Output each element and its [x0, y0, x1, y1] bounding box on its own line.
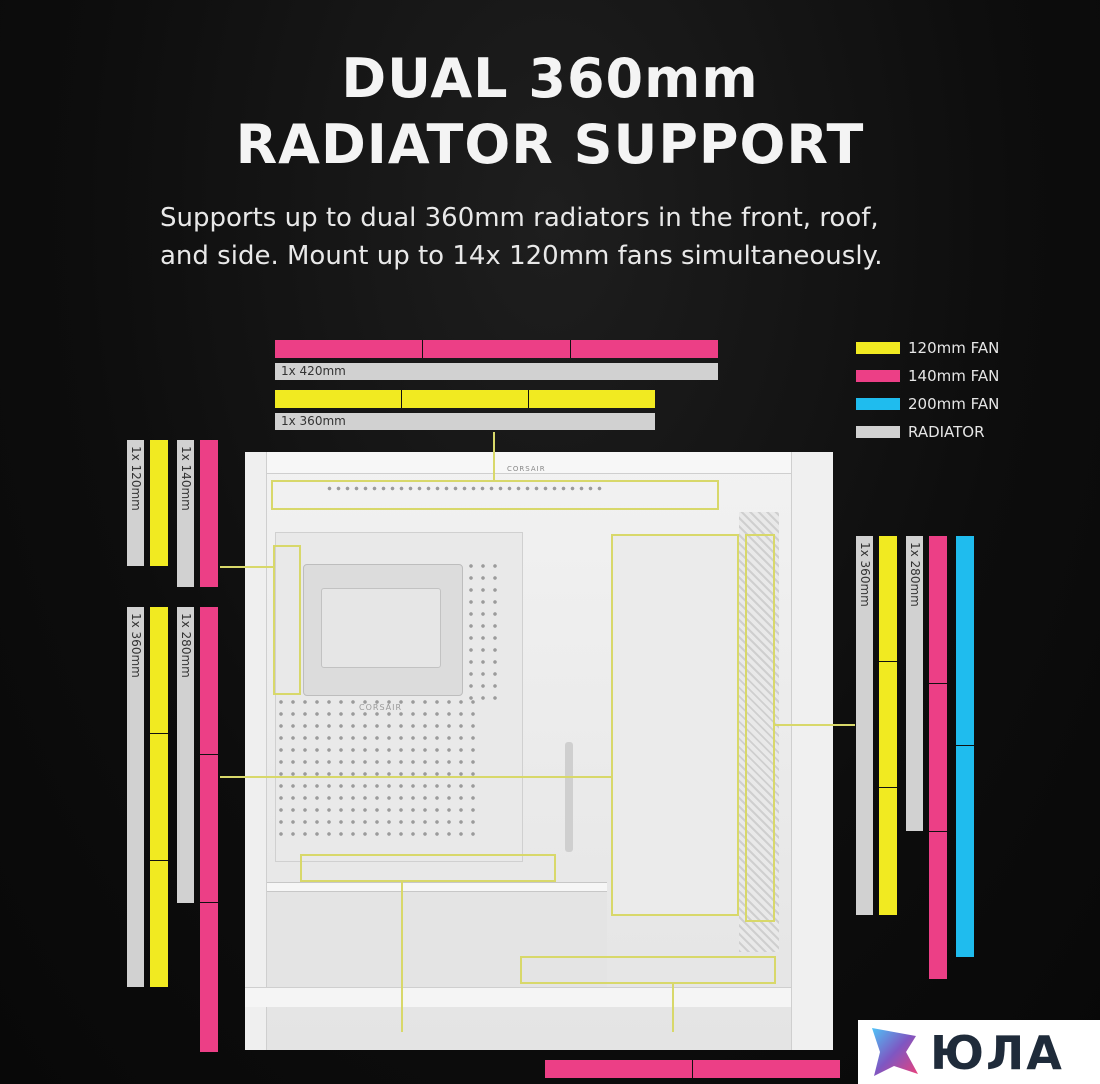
subtitle-line-2: and side. Mount up to 14x 120mm fans sim… — [160, 241, 883, 271]
side-120mm-fan — [150, 440, 168, 566]
subtitle-line-1: Supports up to dual 360mm radiators in t… — [160, 203, 879, 233]
bottom-radiator-280: 1x 280mm — [177, 607, 194, 903]
top-radiator-360: 1x 360mm — [275, 413, 655, 430]
bottom-140mm-fans — [200, 607, 218, 1052]
bottom-right-140mm-fans — [545, 1060, 840, 1078]
connector-line-top — [493, 432, 495, 482]
legend-label: 120mm FAN — [908, 339, 1000, 357]
bottom-fan-outline — [520, 956, 776, 984]
legend-label: RADIATOR — [908, 423, 985, 441]
legend-swatch-blue — [856, 398, 900, 410]
front-radiator-280: 1x 280mm — [906, 536, 923, 831]
connector-line-bottom-1 — [401, 882, 403, 1032]
bottom-radiator-360: 1x 360mm — [127, 607, 144, 987]
legend-swatch-pink — [856, 370, 900, 382]
pc-case-illustration: CORSAIR CORSAIR — [220, 432, 855, 1050]
cable-cutout — [565, 742, 573, 852]
legend-swatch-gray — [856, 426, 900, 438]
psu-shroud-top — [267, 882, 607, 892]
tray-side-holes — [465, 560, 499, 700]
top-vent — [325, 484, 605, 494]
side-140mm-fan — [200, 440, 218, 587]
top-120mm-fans — [275, 390, 655, 408]
heading-line-1: DUAL 360mm — [341, 47, 759, 110]
front-120mm-fans — [879, 536, 897, 915]
bottom-120mm-fans — [150, 607, 168, 987]
legend-swatch-yellow — [856, 342, 900, 354]
legend-label: 200mm FAN — [908, 395, 1000, 413]
side-radiator-140: 1x 140mm — [177, 440, 194, 587]
yula-star-icon — [872, 1028, 918, 1076]
front-radiator-360: 1x 360mm — [856, 536, 873, 915]
connector-line-bottom-2 — [672, 984, 674, 1032]
connector-line-left-1 — [220, 566, 273, 568]
front-fan-outline — [745, 534, 775, 922]
case-front-panel — [791, 452, 833, 1050]
tray-brand: CORSAIR — [359, 703, 403, 712]
connector-line-left-2 — [220, 776, 612, 778]
top-radiator-420: 1x 420mm — [275, 363, 718, 380]
watermark-logo: ЮЛА — [858, 1020, 1100, 1084]
shroud-fan-outline — [300, 854, 556, 882]
cpu-backplate-area — [321, 588, 441, 668]
legend-label: 140mm FAN — [908, 367, 1000, 385]
front-140mm-fans — [929, 536, 947, 979]
case-rear-panel — [245, 452, 267, 1050]
connector-line-right — [775, 724, 855, 726]
case-top-brand: CORSAIR — [507, 465, 546, 473]
case-bottom-rail — [245, 987, 833, 1007]
heading-line-2: RADIATOR SUPPORT — [235, 113, 865, 176]
side-radiator-120: 1x 120mm — [127, 440, 144, 566]
roof-radiator-outline — [271, 480, 719, 510]
rear-fan-outline — [273, 545, 301, 695]
front-200mm-fans — [956, 536, 974, 957]
front-fan-bay — [611, 534, 739, 916]
case-top-panel — [245, 452, 833, 474]
watermark-text: ЮЛА — [930, 1026, 1064, 1080]
top-140mm-fans — [275, 340, 718, 358]
front-radiator-outline — [611, 534, 739, 916]
tray-vent-holes — [275, 696, 475, 836]
psu-chamber — [267, 892, 607, 987]
